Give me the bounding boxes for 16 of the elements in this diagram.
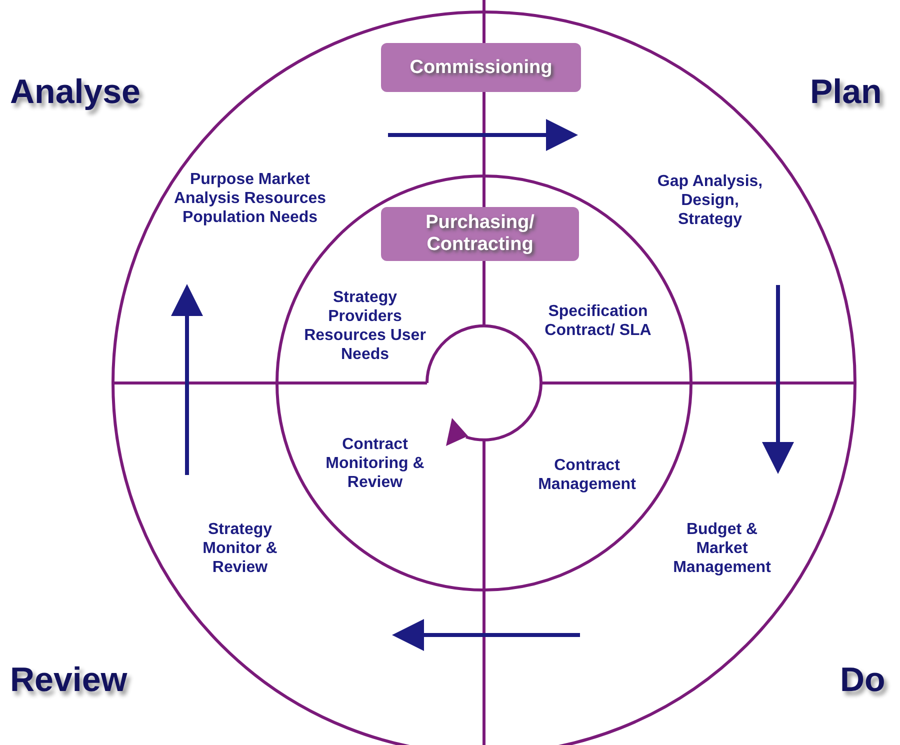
- activity-text: Gap Analysis, Design, Strategy: [656, 172, 764, 229]
- activity-text: Strategy Providers Resources User Needs: [303, 288, 427, 364]
- banner-box: [381, 43, 581, 92]
- stage-label: Review: [10, 660, 128, 700]
- banner-box: [381, 207, 579, 261]
- activity-text: Contract Management: [537, 456, 637, 494]
- stage-label: Plan: [810, 72, 883, 112]
- activity-text: Budget & Market Management: [672, 520, 772, 577]
- banner-title: Purchasing/ Contracting: [424, 212, 536, 256]
- stage-label: Analyse: [10, 72, 142, 112]
- activity-text: Contract Monitoring & Review: [324, 435, 426, 492]
- activity-text: Specification Contract/ SLA: [544, 302, 652, 340]
- stage-label: Do: [840, 660, 886, 700]
- activity-text: Purpose Market Analysis Resources Population Needs: [172, 170, 328, 227]
- banner-title: Commissioning: [410, 56, 552, 78]
- activity-text: Strategy Monitor & Review: [202, 520, 278, 577]
